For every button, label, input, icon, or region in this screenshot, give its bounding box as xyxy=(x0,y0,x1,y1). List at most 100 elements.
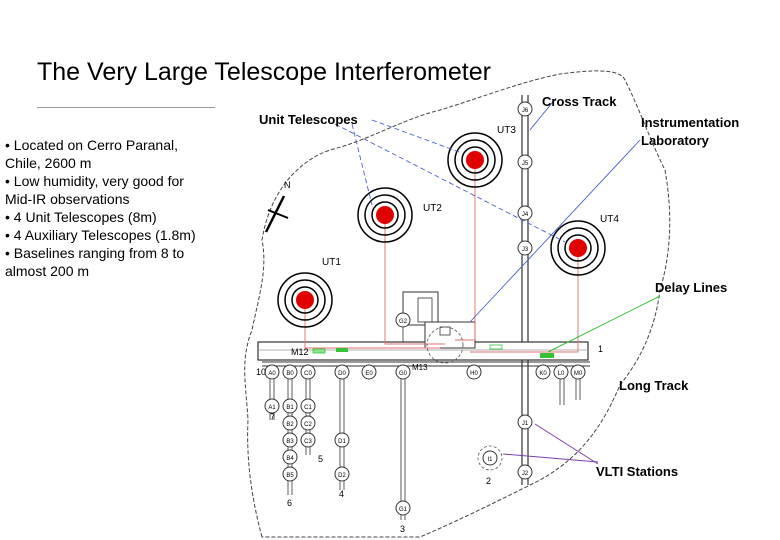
station-g0: G0 xyxy=(395,364,411,380)
station-label: A1 xyxy=(268,405,276,411)
bullet-line: • Low humidity, very good for xyxy=(5,173,184,189)
leader-line xyxy=(534,423,599,465)
leader-line xyxy=(334,123,566,243)
bullet-list: • Located on Cerro Paranal, Chile, 2600 … xyxy=(5,136,235,280)
ut3-label: UT3 xyxy=(497,125,516,136)
delay-line-tunnel xyxy=(257,341,589,361)
bullet-line: • Located on Cerro Paranal, xyxy=(5,137,179,153)
leader-line xyxy=(469,139,641,323)
station-l0: L0 xyxy=(553,364,569,380)
station-j4: J4 xyxy=(517,205,533,221)
num-label: 7 xyxy=(270,412,275,422)
bullet-line: • 4 Unit Telescopes (8m) xyxy=(5,209,157,225)
bullet-line: almost 200 m xyxy=(5,263,90,279)
station-label: D2 xyxy=(338,473,346,479)
station-b5: B5 xyxy=(282,466,298,482)
north-arrow-icon: N xyxy=(264,180,291,233)
ut2-label: UT2 xyxy=(423,203,442,214)
beam-line xyxy=(304,300,440,349)
station-b0: B0 xyxy=(282,364,298,380)
delay-cart xyxy=(312,348,326,354)
station-b3: B3 xyxy=(282,432,298,448)
bullet-line: • Baselines ranging from 8 to xyxy=(5,245,185,261)
station-label: B2 xyxy=(286,422,294,428)
station-label: J3 xyxy=(522,247,529,253)
station-label: M0 xyxy=(574,371,583,377)
num-label: 5 xyxy=(318,454,323,464)
lab-circle xyxy=(426,326,464,364)
station-label: B5 xyxy=(286,473,294,479)
station-label: E0 xyxy=(365,371,373,377)
beam-line xyxy=(470,248,579,353)
station-label: J1 xyxy=(522,421,529,427)
station-i1: I1 xyxy=(482,450,498,466)
station-label: J4 xyxy=(522,212,529,218)
station-label: K0 xyxy=(539,371,547,377)
station-c3: C3 xyxy=(300,432,316,448)
station-c2: C2 xyxy=(300,415,316,431)
station-label: C2 xyxy=(304,422,312,428)
station-j1: J1 xyxy=(517,414,533,430)
north-label: N xyxy=(284,180,291,190)
bullet-line: • 4 Auxiliary Telescopes (1.8m) xyxy=(5,227,196,243)
beam-line xyxy=(384,215,445,345)
long-track-label: Long Track xyxy=(619,378,689,393)
station-label: J5 xyxy=(522,161,529,167)
station-a1: A1 xyxy=(264,398,280,414)
station-label: A0 xyxy=(268,371,276,377)
station-label: J2 xyxy=(522,471,529,477)
station-label: G1 xyxy=(399,507,408,513)
station-j6: J6 xyxy=(517,101,533,117)
site-outline xyxy=(244,70,671,538)
delay-cart xyxy=(336,348,348,352)
station-label: H0 xyxy=(470,371,478,377)
station-h0: H0 xyxy=(466,364,482,380)
leader-line xyxy=(529,97,557,131)
station-j3: J3 xyxy=(517,240,533,256)
station-m0: M0 xyxy=(570,364,586,380)
leader-line xyxy=(547,295,661,353)
vlti-stations-label: VLTI Stations xyxy=(596,464,678,479)
ut4-label: UT4 xyxy=(600,214,619,225)
station-label: C3 xyxy=(304,439,312,445)
instrumentation-label: Instrumentation xyxy=(641,115,739,130)
unit-telescope-1 xyxy=(277,272,333,328)
unit-telescope-3 xyxy=(447,132,503,188)
station-k0: K0 xyxy=(535,364,551,380)
unit-telescopes-label: Unit Telescopes xyxy=(259,112,358,127)
station-a0: A0 xyxy=(264,364,280,380)
unit-telescope-4 xyxy=(550,220,606,276)
station-d2: D2 xyxy=(334,466,350,482)
station-c0: C0 xyxy=(300,364,316,380)
station-d0: D0 xyxy=(334,364,350,380)
title-divider xyxy=(37,107,215,108)
num-label: 2 xyxy=(486,476,491,486)
station-label: I1 xyxy=(487,457,493,463)
station-label: D1 xyxy=(338,439,346,445)
delay-lines-label: Delay Lines xyxy=(655,280,727,295)
lab-room xyxy=(417,297,433,323)
delay-cart xyxy=(540,353,554,358)
station-label: B3 xyxy=(286,439,294,445)
station-label: C0 xyxy=(304,371,312,377)
station-label: J6 xyxy=(522,108,529,114)
m12-label: M12 xyxy=(291,347,309,357)
bullet-line: Mid-IR observations xyxy=(5,191,130,207)
station-label: G2 xyxy=(399,319,408,325)
leader-line xyxy=(371,119,463,154)
station-j5: J5 xyxy=(517,154,533,170)
slide-title: The Very Large Telescope Interferometer xyxy=(37,58,491,86)
num-label: 4 xyxy=(339,489,344,499)
station-b4: B4 xyxy=(282,449,298,465)
station-b1: B1 xyxy=(282,398,298,414)
delay-cart xyxy=(489,344,503,350)
beam-line xyxy=(455,163,476,341)
num-label: 1 xyxy=(598,344,603,354)
station-label: B1 xyxy=(286,405,294,411)
station-label: G0 xyxy=(399,371,408,377)
ut1-label: UT1 xyxy=(322,257,341,268)
station-d1: D1 xyxy=(334,432,350,448)
station-label: B0 xyxy=(286,371,294,377)
num-label: 6 xyxy=(287,498,292,508)
